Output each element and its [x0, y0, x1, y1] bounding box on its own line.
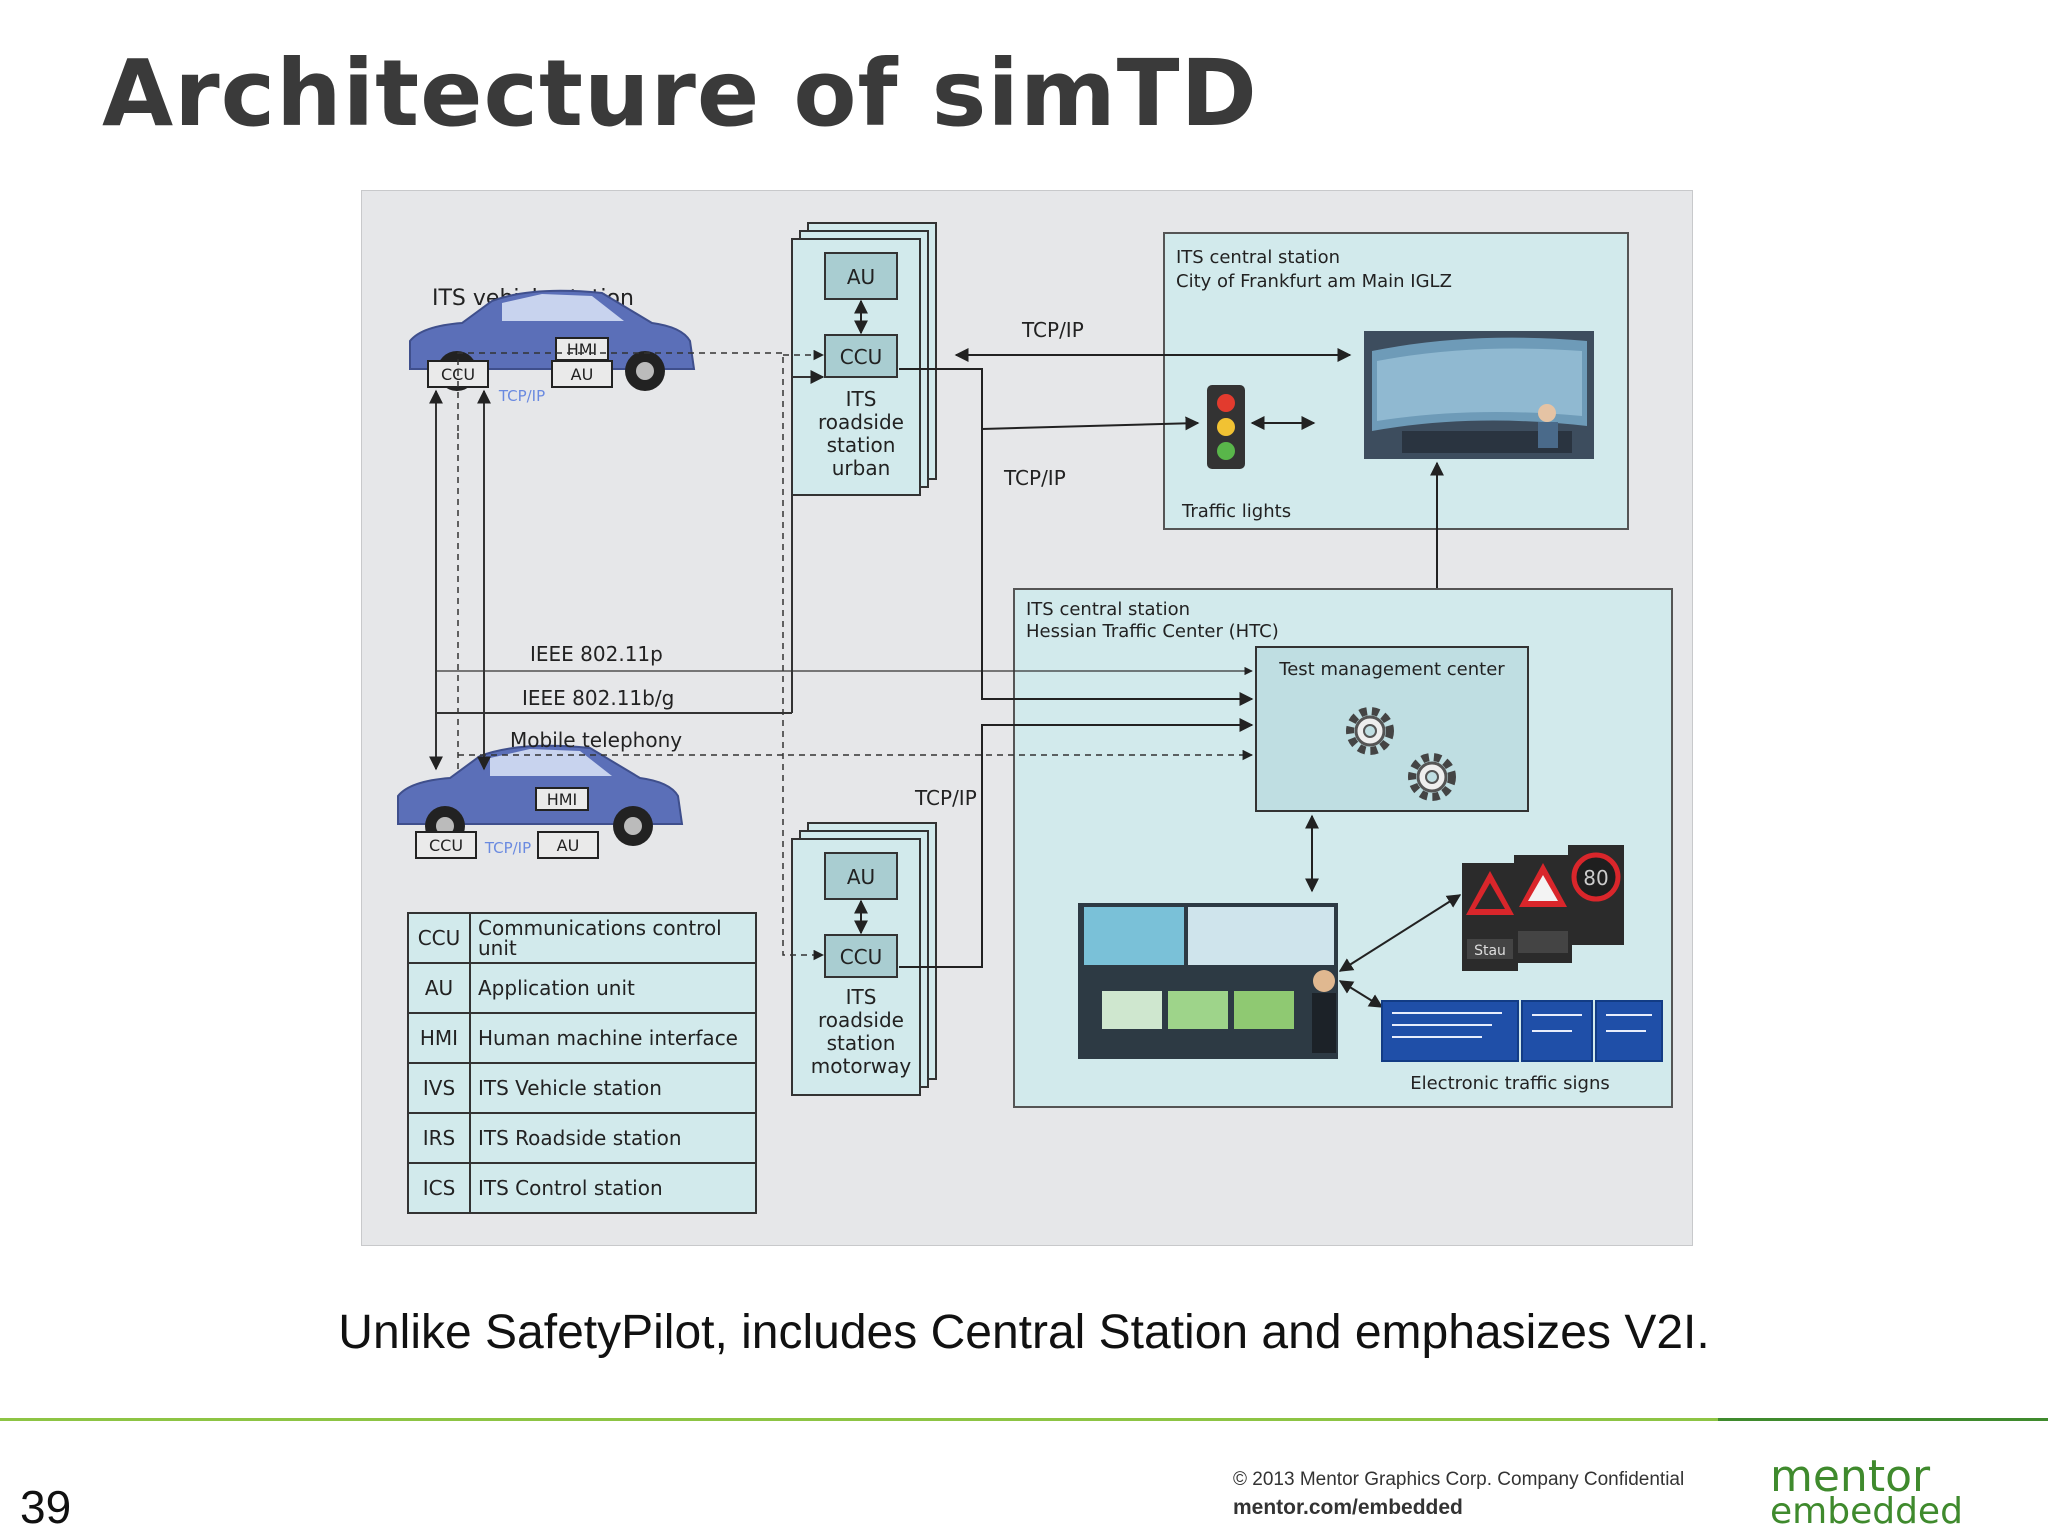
- website-text: mentor.com/embedded: [1233, 1496, 1463, 1519]
- electronic-traffic-signs: [1381, 1000, 1663, 1062]
- footer-rule: [0, 1418, 2048, 1421]
- legend-row: IRS ITS Roadside station: [407, 1112, 757, 1164]
- test-management-center: [1255, 646, 1529, 812]
- gear-icon: [1408, 753, 1456, 801]
- sign-stau: Stau: [1474, 943, 1506, 959]
- roadside-urban-station: AU CCU ITS roadside station urban: [791, 222, 937, 496]
- mentor-logo: mentor embedded: [1770, 1455, 1963, 1525]
- motorway-label-1: ITS: [846, 985, 877, 1009]
- legend-abbr: ICS: [423, 1176, 456, 1200]
- tcpip-bottom-label: TCP/IP: [914, 786, 977, 810]
- car1-au: AU: [571, 365, 594, 384]
- architecture-diagram: ITS vehicle station HMI CCU TCP/IP AU HM…: [361, 190, 1693, 1246]
- mobile-telephony-label: Mobile telephony: [510, 728, 682, 752]
- legend-desc: Application unit: [478, 976, 635, 1000]
- page-number: 39: [20, 1481, 72, 1533]
- legend-desc: Communications control: [478, 916, 722, 940]
- frankfurt-line2: City of Frankfurt am Main IGLZ: [1176, 271, 1452, 292]
- slide-title: Architecture of simTD: [102, 40, 1258, 147]
- traffic-lights-label: Traffic lights: [1181, 501, 1291, 522]
- tmc-label: Test management center: [1278, 659, 1505, 680]
- urban-label-1: ITS: [846, 387, 877, 411]
- diagram-svg: ITS vehicle station HMI CCU TCP/IP AU HM…: [397, 222, 1673, 1214]
- car2-hmi: HMI: [547, 790, 578, 809]
- car1-link: TCP/IP: [498, 387, 545, 405]
- legend-abbr: CCU: [418, 926, 461, 950]
- footer-rule-accent: [1718, 1418, 2048, 1421]
- urban-au: AU: [847, 265, 875, 289]
- legend-row: AU Application unit: [407, 962, 757, 1014]
- traffic-center-photo: [1078, 903, 1338, 1059]
- ieee-bg-label: IEEE 802.11b/g: [522, 686, 674, 710]
- legend-desc: ITS Vehicle station: [478, 1076, 662, 1100]
- warning-sign-icon: [1514, 855, 1572, 963]
- legend-abbr: AU: [425, 976, 453, 1000]
- legend-desc-cont: unit: [478, 936, 517, 960]
- legend-abbr: IRS: [423, 1126, 456, 1150]
- urban-ccu: CCU: [840, 345, 883, 369]
- tcpip-top-label: TCP/IP: [1021, 318, 1084, 342]
- motorway-label-2: roadside: [818, 1008, 904, 1032]
- slide-caption: Unlike SafetyPilot, includes Central Sta…: [338, 1306, 1710, 1359]
- control-room-photo: [1364, 331, 1594, 459]
- legend-abbr: IVS: [423, 1076, 455, 1100]
- legend-desc: ITS Roadside station: [478, 1126, 682, 1150]
- tcpip-mid-label: TCP/IP: [1003, 466, 1066, 490]
- motorway-ccu: CCU: [840, 945, 883, 969]
- legend-abbr: HMI: [420, 1026, 458, 1050]
- central-station-hessian: ITS central station Hessian Traffic Cent…: [1013, 588, 1673, 1108]
- frankfurt-line1: ITS central station: [1176, 247, 1340, 268]
- legend-desc: Human machine interface: [478, 1026, 738, 1050]
- legend-row: ICS ITS Control station: [407, 1162, 757, 1214]
- ieee-p-label: IEEE 802.11p: [530, 642, 663, 666]
- electronic-signs-label: Electronic traffic signs: [1410, 1073, 1610, 1094]
- car2-ccu: CCU: [429, 836, 463, 855]
- urban-label-2: roadside: [818, 410, 904, 434]
- car-2: HMI CCU TCP/IP AU: [397, 744, 684, 859]
- logo-top: mentor: [1770, 1455, 1931, 1502]
- sign-80: 80: [1583, 866, 1608, 890]
- car2-link: TCP/IP: [484, 839, 531, 857]
- speed-limit-sign-icon: 80: [1568, 845, 1624, 945]
- logo-bottom: embedded: [1770, 1491, 1963, 1525]
- urban-label-4: urban: [832, 456, 891, 480]
- car2-au: AU: [557, 836, 580, 855]
- motorway-au: AU: [847, 865, 875, 889]
- legend-row: HMI Human machine interface: [407, 1012, 757, 1064]
- central-station-frankfurt: ITS central station City of Frankfurt am…: [1163, 232, 1629, 530]
- legend-desc: ITS Control station: [478, 1176, 663, 1200]
- motorway-label-4: motorway: [811, 1054, 912, 1078]
- urban-label-3: station: [827, 433, 896, 457]
- gear-icon: [1346, 707, 1394, 755]
- legend-row: IVS ITS Vehicle station: [407, 1062, 757, 1114]
- hessian-line1: ITS central station: [1026, 599, 1190, 620]
- warning-sign-icon: Stau: [1462, 863, 1518, 971]
- hessian-line2: Hessian Traffic Center (HTC): [1026, 621, 1279, 642]
- copyright-text: © 2013 Mentor Graphics Corp. Company Con…: [1233, 1469, 1685, 1490]
- roadside-motorway-station: AU CCU ITS roadside station motorway: [791, 822, 937, 1096]
- car1-hmi: HMI: [567, 340, 598, 359]
- motorway-label-3: station: [827, 1031, 896, 1055]
